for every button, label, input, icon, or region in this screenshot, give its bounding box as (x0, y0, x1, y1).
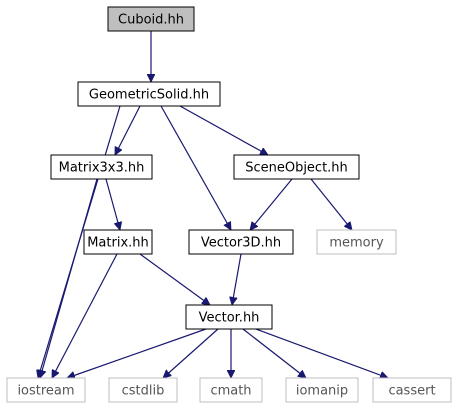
edge-matrix-to-vector (139, 253, 210, 305)
node-label: iostream (17, 384, 74, 399)
edge-vector3d-to-vector (232, 253, 242, 305)
edge-matrix-to-iostream (51, 253, 118, 378)
node-box (372, 377, 452, 403)
node-label: SceneObject.hh (245, 161, 348, 176)
edge-vector-to-cassert (255, 328, 388, 378)
node-box (83, 229, 153, 255)
node-cstdlib: cstdlib (108, 377, 178, 403)
node-label: cmath (210, 384, 251, 399)
node-matrix[interactable]: Matrix.hh (83, 229, 153, 255)
node-box (107, 6, 195, 32)
edge-geometricsolid-to-vector3d (160, 105, 232, 230)
node-label: Matrix.hh (87, 236, 149, 251)
node-vector3d[interactable]: Vector3D.hh (188, 229, 294, 255)
node-iostream: iostream (6, 377, 86, 403)
node-box (185, 304, 273, 330)
node-label: cstdlib (122, 384, 165, 399)
node-label: GeometricSolid.hh (89, 88, 209, 103)
node-box (108, 377, 178, 403)
node-label: iomanip (296, 384, 348, 399)
node-box (188, 229, 294, 255)
edge-geometricsolid-to-sceneobject (179, 105, 268, 156)
edge-matrix3x3-to-iostream (40, 178, 98, 378)
node-box (77, 81, 221, 107)
node-box (50, 154, 153, 180)
node-label: Cuboid.hh (118, 13, 184, 28)
node-label: memory (329, 236, 384, 251)
edge-vector-to-iomanip (242, 328, 306, 378)
node-box (6, 377, 86, 403)
node-label: Matrix3x3.hh (59, 161, 145, 176)
edge-geometricsolid-to-matrix3x3 (114, 105, 141, 155)
node-label: Vector.hh (199, 311, 260, 326)
node-box (316, 229, 397, 255)
edges-layer (38, 31, 388, 378)
node-iomanip: iomanip (285, 377, 359, 403)
node-memory: memory (316, 229, 397, 255)
edge-vector-to-cstdlib (163, 328, 219, 378)
edge-sceneobject-to-vector3d (250, 178, 293, 230)
edge-sceneobject-to-memory (310, 178, 352, 230)
node-geometricsolid[interactable]: GeometricSolid.hh (77, 81, 221, 107)
node-cassert: cassert (372, 377, 452, 403)
node-matrix3x3[interactable]: Matrix3x3.hh (50, 154, 153, 180)
node-vector[interactable]: Vector.hh (185, 304, 273, 330)
node-label: Vector3D.hh (201, 236, 281, 251)
node-label: cassert (388, 384, 435, 399)
edge-vector-to-iostream (67, 328, 207, 378)
node-cuboid[interactable]: Cuboid.hh (107, 6, 195, 32)
node-box (199, 377, 263, 403)
node-sceneobject[interactable]: SceneObject.hh (233, 154, 360, 180)
node-box (285, 377, 359, 403)
node-box (233, 154, 360, 180)
edge-matrix3x3-to-matrix (105, 178, 120, 230)
node-cmath: cmath (199, 377, 263, 403)
